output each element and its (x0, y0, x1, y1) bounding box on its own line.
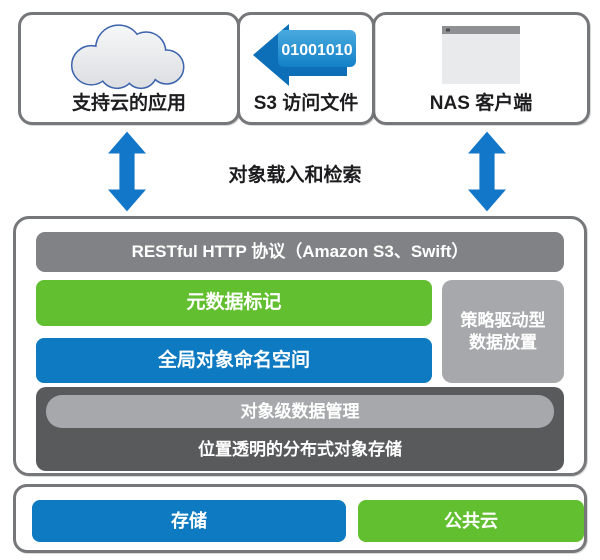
binary-arrow-icon: 01001010 (240, 15, 372, 94)
restful-protocol-bar: RESTful HTTP 协议（Amazon S3、Swift） (36, 232, 564, 272)
metadata-tagging-bar: 元数据标记 (36, 280, 432, 326)
window-icon (375, 15, 587, 94)
cloud-icon (21, 15, 237, 94)
object-storage-stack-box: RESTful HTTP 协议（Amazon S3、Swift） 元数据标记 全… (13, 216, 587, 476)
policy-line1: 策略驱动型 (460, 311, 546, 331)
public-cloud-bar: 公共云 (358, 500, 584, 542)
cloud-apps-label: 支持云的应用 (71, 93, 186, 114)
s3-access-label: S3 访问文件 (253, 93, 359, 114)
object-level-data-mgmt-bar: 对象级数据管理 (46, 395, 554, 428)
nas-client-label: NAS 客户端 (429, 93, 533, 114)
nas-client-box: NAS 客户端 (372, 12, 590, 125)
global-namespace-bar: 全局对象命名空间 (36, 338, 432, 383)
policy-line2: 数据放置 (469, 332, 537, 352)
distributed-object-store-box: 对象级数据管理 位置透明的分布式对象存储 (36, 387, 564, 471)
cloud-apps-box: 支持云的应用 (18, 12, 240, 125)
binary-text: 01001010 (281, 42, 352, 59)
transfer-label: 对象载入和检索 (228, 165, 362, 186)
double-arrow-icon-left (108, 131, 146, 212)
distributed-storage-label: 位置透明的分布式对象存储 (198, 440, 402, 460)
backend-tier-box: 存储 公共云 (13, 484, 587, 553)
policy-driven-placement-box: 策略驱动型 数据放置 (442, 280, 564, 383)
double-arrow-icon-right (468, 131, 506, 212)
storage-bar: 存储 (32, 500, 346, 542)
s3-access-box: 01001010 S3 访问文件 (237, 12, 375, 125)
